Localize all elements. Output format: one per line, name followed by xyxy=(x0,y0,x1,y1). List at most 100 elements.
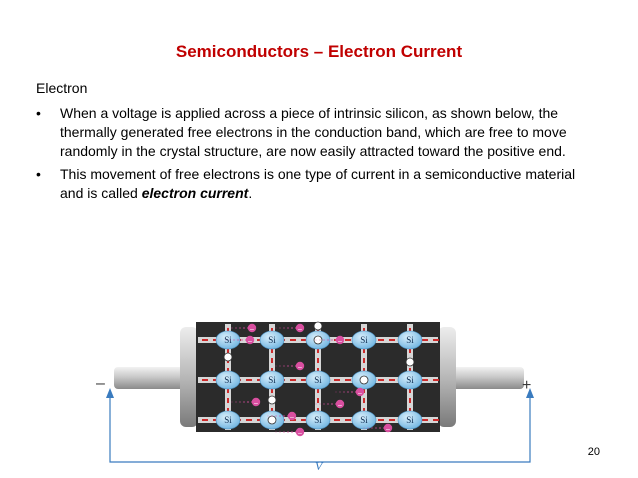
silicon-atom-label: Si xyxy=(314,375,322,385)
electron-trail-dot xyxy=(335,391,337,393)
covalent-bond-dash xyxy=(271,408,273,413)
voltage-label: V xyxy=(315,459,324,473)
electron-charge-sign: – xyxy=(338,402,342,409)
silicon-atom-label: Si xyxy=(224,375,232,385)
electron-charge-sign: – xyxy=(298,326,302,333)
covalent-bond-dash xyxy=(271,368,273,373)
covalent-bond-dash xyxy=(345,339,351,341)
covalent-bond-dash xyxy=(389,419,395,421)
electron-trail-dot xyxy=(287,431,289,433)
covalent-bond-dash xyxy=(317,408,319,413)
covalent-bond-dash xyxy=(334,419,340,421)
silicon-atom xyxy=(351,330,377,350)
covalent-bond-dash xyxy=(271,328,273,333)
covalent-bond-dash xyxy=(389,339,395,341)
electron-trail-dot xyxy=(275,431,277,433)
covalent-bond-dash xyxy=(363,398,365,403)
covalent-bond-dash xyxy=(246,419,252,421)
hole-marker xyxy=(405,357,415,367)
slide-title: Semiconductors – Electron Current xyxy=(175,42,463,61)
electron-trail-dot xyxy=(231,401,233,403)
covalent-bond-dash xyxy=(363,388,365,393)
electron-trail-dot xyxy=(279,431,281,433)
covalent-bond-dash xyxy=(345,419,351,421)
covalent-bond-dash xyxy=(389,379,395,381)
electron-trail-dot xyxy=(275,415,277,417)
covalent-bond-dash xyxy=(317,328,319,333)
free-electron xyxy=(355,387,365,397)
covalent-bond-dash xyxy=(271,348,273,353)
covalent-bond-dash xyxy=(363,408,365,413)
electron-trail-dot xyxy=(229,339,231,341)
electron-trail-dot xyxy=(331,339,333,341)
covalent-bond-dash xyxy=(334,379,340,381)
electron-trail-dot xyxy=(327,339,329,341)
left-end-cap xyxy=(180,327,198,427)
hole-marker xyxy=(267,415,277,425)
silicon-atom-label: Si xyxy=(360,415,368,425)
electron-trail-dot xyxy=(351,391,353,393)
free-electron xyxy=(295,323,305,333)
silicon-atom xyxy=(305,410,331,430)
electron-charge-sign: – xyxy=(254,400,258,407)
electron-trail-dot xyxy=(267,415,269,417)
electron-charge-sign: – xyxy=(358,390,362,397)
silicon-atom xyxy=(215,410,241,430)
electron-trail-dot xyxy=(283,365,285,367)
electron-charge-sign: – xyxy=(298,430,302,437)
electron-trail-dot xyxy=(275,365,277,367)
silicon-atom xyxy=(215,330,241,350)
silicon-atom-label: Si xyxy=(268,375,276,385)
electron-trail-dot xyxy=(367,427,369,429)
electron-charge-sign: – xyxy=(290,414,294,421)
electron-trail-dot xyxy=(279,365,281,367)
electron-trail-dot xyxy=(235,401,237,403)
covalent-bond-dash xyxy=(363,368,365,373)
covalent-bond-dash xyxy=(227,408,229,413)
covalent-bond-dash xyxy=(422,339,428,341)
electron-charge-sign: – xyxy=(386,426,390,433)
silicon-atom xyxy=(397,410,423,430)
covalent-bond-dash xyxy=(317,388,319,393)
positive-terminal-sign: + xyxy=(522,377,531,394)
hole-marker xyxy=(223,352,233,362)
electron-trail-dot xyxy=(331,403,333,405)
covalent-bond-dash xyxy=(317,348,319,353)
bullet-list: • When a voltage is applied across a pie… xyxy=(36,104,601,207)
covalent-bond-dash xyxy=(363,328,365,333)
silicon-atom-label: Si xyxy=(360,335,368,345)
covalent-bond-dash xyxy=(317,398,319,403)
bullet-marker: • xyxy=(36,105,41,121)
covalent-bond-dash xyxy=(363,358,365,363)
electron-trail-dot xyxy=(237,339,239,341)
silicon-atom xyxy=(305,370,331,390)
covalent-bond-dash xyxy=(227,368,229,373)
free-electron xyxy=(245,335,255,345)
bullet-item: • When a voltage is applied across a pie… xyxy=(36,104,601,161)
electron-trail-dot xyxy=(233,339,235,341)
electron-trail-dot xyxy=(291,365,293,367)
electron-trail-dot xyxy=(375,427,377,429)
electron-charge-sign: – xyxy=(250,326,254,333)
silicon-atom-label: Si xyxy=(268,335,276,345)
electron-trail-dot xyxy=(319,339,321,341)
bullet-marker: • xyxy=(36,166,41,182)
slide-number: 20 xyxy=(587,446,600,458)
covalent-bond-dash xyxy=(409,348,411,353)
bullet-text: When a voltage is applied across a piece… xyxy=(60,105,567,159)
covalent-bond-dash xyxy=(409,368,411,373)
silicon-atom-label: Si xyxy=(224,415,232,425)
electron-trail-dot xyxy=(343,391,345,393)
electron-trail-dot xyxy=(283,327,285,329)
bullet-item: • This movement of free electrons is one… xyxy=(36,165,601,203)
electron-trail-dot xyxy=(235,327,237,329)
covalent-bond-dash xyxy=(227,348,229,353)
electron-trail-dot xyxy=(315,403,317,405)
electron-trail-dot xyxy=(291,327,293,329)
covalent-bond-dash xyxy=(301,419,307,421)
negative-terminal-sign: – xyxy=(96,375,105,392)
covalent-bond-dash xyxy=(409,408,411,413)
silicon-atom-label: Si xyxy=(406,415,414,425)
electron-trail-dot xyxy=(231,327,233,329)
